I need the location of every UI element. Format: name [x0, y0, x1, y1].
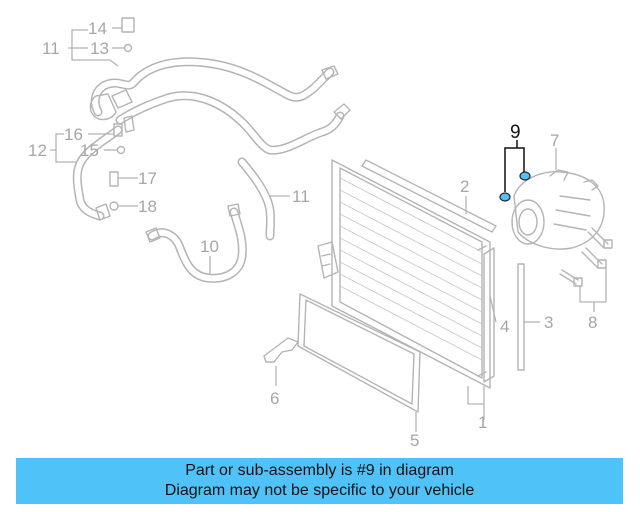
compressor — [511, 169, 605, 250]
callout-7: 7 — [550, 131, 559, 150]
seal-15 — [116, 145, 126, 155]
leader-lines — [50, 27, 607, 432]
small-fittings — [109, 17, 135, 211]
seal-ring-9a — [499, 192, 511, 202]
callout-14: 14 — [88, 19, 107, 38]
callout-8: 8 — [588, 313, 597, 332]
condenser — [317, 159, 491, 389]
seal-strip-upper — [361, 159, 497, 233]
highlighted-part-9 — [499, 171, 531, 202]
callout-1: 1 — [478, 413, 487, 432]
callout-2: 2 — [460, 177, 469, 196]
seal-ring-9b — [519, 171, 531, 181]
switch-16 — [113, 123, 123, 137]
callout-13: 13 — [90, 39, 109, 58]
receiver-drier — [477, 245, 495, 383]
callout-labels: 14 11 13 16 12 15 17 18 11 10 2 3 4 1 5 … — [28, 19, 597, 450]
mid-hose — [237, 157, 275, 241]
callout-5: 5 — [410, 431, 419, 450]
callout-9: 9 — [510, 122, 521, 143]
condenser-bracket — [317, 241, 339, 279]
upper-hose-assembly — [89, 57, 351, 155]
callout-4: 4 — [500, 317, 509, 336]
callout-16: 16 — [64, 125, 83, 144]
condenser-fins — [339, 177, 483, 361]
oring-18 — [109, 201, 119, 211]
callout-10: 10 — [200, 237, 219, 256]
mount-bracket — [263, 337, 299, 363]
lower-panel — [297, 293, 421, 413]
left-hose-assembly — [72, 125, 123, 221]
callout-15: 15 — [80, 141, 99, 160]
info-banner: Part or sub-assembly is #9 in diagram Di… — [16, 458, 623, 504]
cap-14 — [121, 17, 135, 33]
callout-3: 3 — [544, 313, 553, 332]
callout-11-top: 11 — [42, 39, 60, 58]
callout-12: 12 — [28, 141, 47, 160]
valve-core-13 — [123, 43, 133, 53]
banner-line-1: Part or sub-assembly is #9 in diagram — [185, 462, 454, 479]
compressor-bolts — [559, 227, 613, 287]
callout-18: 18 — [138, 197, 157, 216]
sensor-17 — [109, 171, 119, 187]
callout-17: 17 — [138, 169, 157, 188]
banner-line-2: Diagram may not be specific to your vehi… — [164, 482, 475, 499]
lower-hose — [145, 203, 247, 283]
seal-strip-side — [517, 263, 525, 371]
callout-11-mid: 11 — [292, 187, 310, 206]
callout-6: 6 — [270, 389, 279, 408]
